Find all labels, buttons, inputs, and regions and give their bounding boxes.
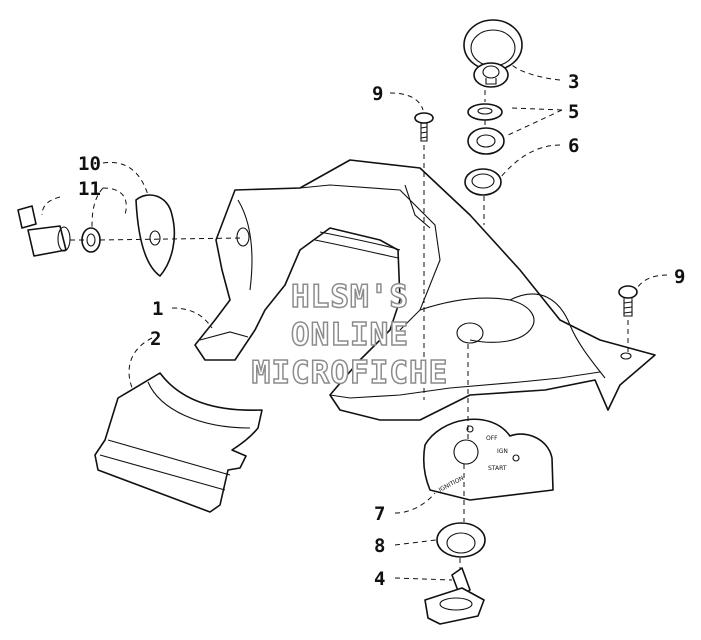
console-housing: [194, 159, 656, 421]
assembly-lines: [70, 90, 629, 570]
callout-2: 2: [150, 328, 161, 350]
ignition-switch: [463, 19, 523, 88]
lower-cover-panel: [94, 372, 263, 513]
lock-nut: [464, 168, 502, 196]
ignition-key: [424, 567, 485, 625]
callout-10: 10: [78, 153, 101, 175]
callout-5: 5: [568, 101, 579, 123]
callout-3: 3: [568, 71, 579, 93]
leader-lines: [41, 64, 668, 581]
callout-6: 6: [568, 135, 579, 157]
callout-7: 7: [374, 503, 385, 525]
watermark-line-3: MICROFICHE: [252, 355, 449, 391]
ignition-switch-plate: OFF IGN START IGNITION: [423, 418, 554, 501]
screw-top: [414, 112, 434, 142]
watermark-line-1: HLSM'S: [291, 279, 409, 315]
washers: [467, 103, 505, 155]
switch-label-start: START: [488, 465, 507, 472]
retaining-nut: [436, 522, 486, 558]
callout-labels: 10 11 1 2 9 3 5 6 9 7 8 4: [78, 71, 685, 590]
callout-9-right: 9: [674, 266, 685, 288]
accessory-outlet: [17, 205, 101, 257]
callout-4: 4: [374, 568, 385, 590]
switch-label-ign: IGN: [497, 448, 508, 455]
switch-label-off: OFF: [486, 435, 498, 442]
watermark-line-2: ONLINE: [291, 317, 409, 353]
callout-8: 8: [374, 535, 385, 557]
callout-9-top: 9: [372, 83, 383, 105]
gasket-plate: [135, 194, 176, 277]
callout-11: 11: [78, 178, 101, 200]
callout-1: 1: [152, 298, 163, 320]
watermark: HLSM'S ONLINE MICROFICHE: [251, 278, 449, 392]
screw-right: [618, 285, 638, 317]
